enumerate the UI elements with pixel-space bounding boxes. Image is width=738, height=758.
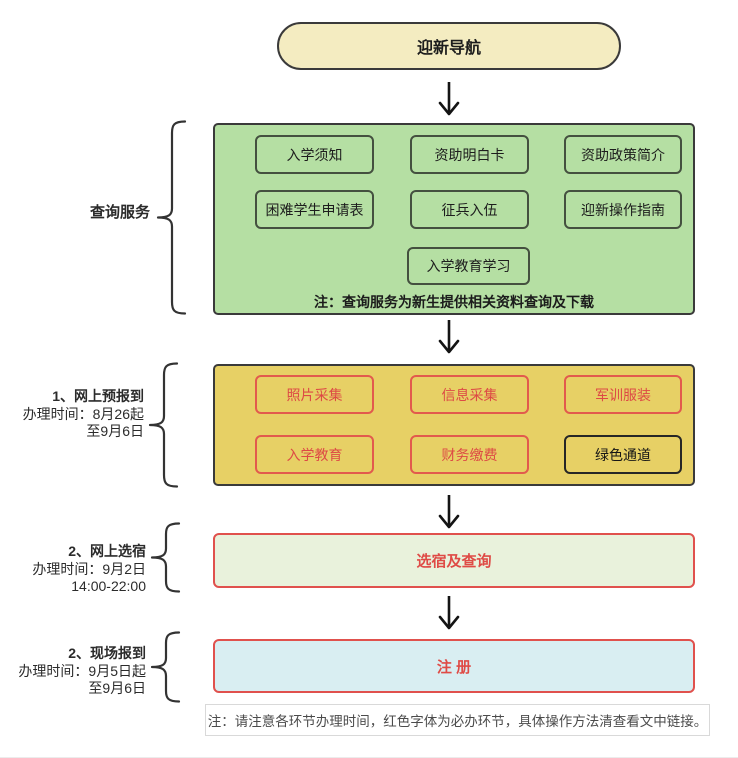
query-section-note: 注：查询服务为新生提供相关资料查询及下载 [314,294,594,310]
footer-note: 注：请注意各环节办理时间，红色字体为必办环节，具体操作方法清查看文中链接。 [205,704,710,736]
node-entrance-education-pay[interactable]: 入学教育 [255,435,374,474]
node-hardship-application[interactable]: 困难学生申请表 [255,190,374,229]
dorm-label-title: 2、网上选宿 [68,543,146,559]
prereg-label-title: 1、网上预报到 [52,388,144,404]
prereg-panel: 照片采集 信息采集 军训服装 入学教育 财务缴费 绿色通道 [213,364,695,486]
query-section-label: 查询服务 [89,204,150,221]
dorm-label-time2: 14:00-22:00 [71,578,146,594]
node-info-collection[interactable]: 信息采集 [410,375,529,414]
onsite-label-title: 2、现场报到 [68,645,146,661]
dorm-section-brace [149,522,181,593]
node-entrance-education[interactable]: 入学教育学习 [407,247,530,285]
onsite-label-time2: 至9月6日 [88,680,146,696]
node-admission-notice[interactable]: 入学须知 [255,135,374,174]
dorm-label-time: 办理时间：9月2日 [32,561,146,577]
node-green-channel[interactable]: 绿色通道 [564,435,682,474]
prereg-section-label: 1、网上预报到 办理时间：8月26起 至9月6日 [8,387,144,440]
prereg-label-time: 办理时间：8月26起 [22,406,144,422]
arrow-down-icon [436,495,462,531]
onsite-label-time: 办理时间：9月5日起 [18,663,146,679]
onsite-section-brace [149,631,181,703]
query-services-panel: 入学须知 资助明白卡 资助政策简介 困难学生申请表 征兵入伍 迎新操作指南 入学… [213,123,695,315]
node-military-uniform[interactable]: 军训服装 [564,375,682,414]
node-welcome-guide[interactable]: 迎新操作指南 [564,190,682,229]
node-photo-collection[interactable]: 照片采集 [255,375,374,414]
node-military-enlistment[interactable]: 征兵入伍 [410,190,529,229]
arrow-down-icon [436,320,462,356]
arrow-down-icon [436,82,462,118]
root-node-title: 迎新导航 [277,22,621,70]
node-finance-payment[interactable]: 财务缴费 [410,435,529,474]
query-section-brace [155,120,187,315]
arrow-down-icon [436,596,462,632]
onsite-section-label: 2、现场报到 办理时间：9月5日起 至9月6日 [8,644,146,697]
register-button[interactable]: 注 册 [213,639,695,693]
node-aid-policy-intro[interactable]: 资助政策简介 [564,135,682,174]
prereg-label-time2: 至9月6日 [86,423,144,439]
prereg-section-brace [147,362,179,488]
dorm-section-label: 2、网上选宿 办理时间：9月2日 14:00-22:00 [8,542,146,595]
dorm-selection-button[interactable]: 选宿及查询 [213,533,695,588]
node-aid-info-card[interactable]: 资助明白卡 [410,135,529,174]
